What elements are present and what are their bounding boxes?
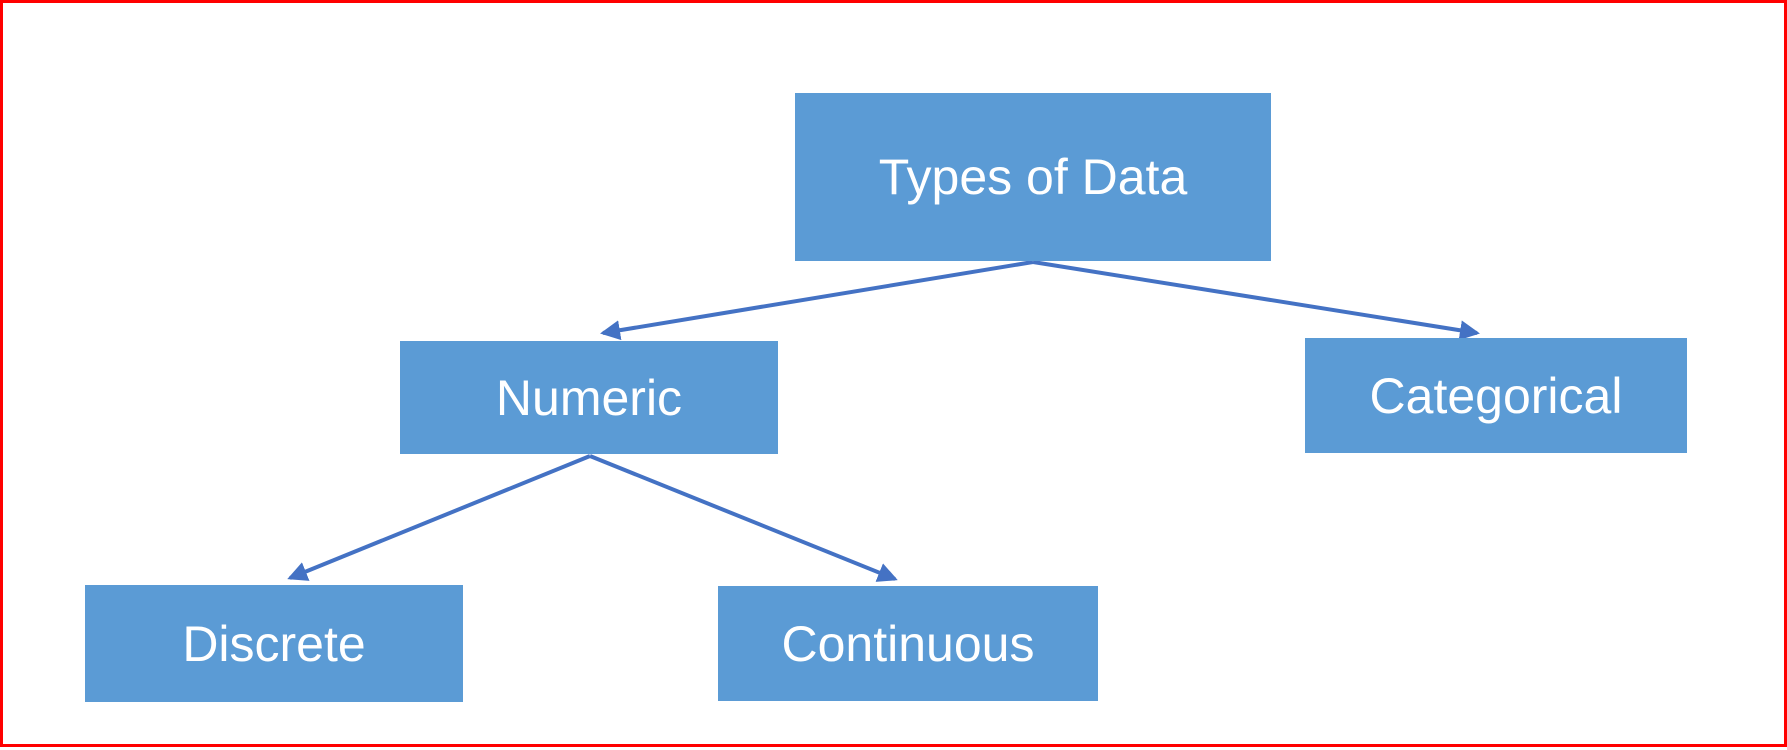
node-types-of-data-label: Types of Data xyxy=(878,149,1188,205)
node-discrete: Discrete xyxy=(85,585,463,702)
node-discrete-label: Discrete xyxy=(182,615,366,672)
edge-numeric-to-continuous xyxy=(589,454,898,582)
node-numeric: Numeric xyxy=(400,341,778,454)
node-types-of-data: Types of Data xyxy=(795,93,1271,261)
node-categorical: Categorical xyxy=(1305,338,1687,453)
node-numeric-label: Numeric xyxy=(495,369,683,426)
edge-types-to-categorical xyxy=(1032,260,1480,341)
node-continuous: Continuous xyxy=(718,586,1098,701)
node-categorical-label: Categorical xyxy=(1369,367,1623,424)
node-continuous-label: Continuous xyxy=(781,615,1035,672)
edge-numeric-to-discrete xyxy=(287,454,591,581)
edge-types-to-numeric xyxy=(600,260,1034,341)
